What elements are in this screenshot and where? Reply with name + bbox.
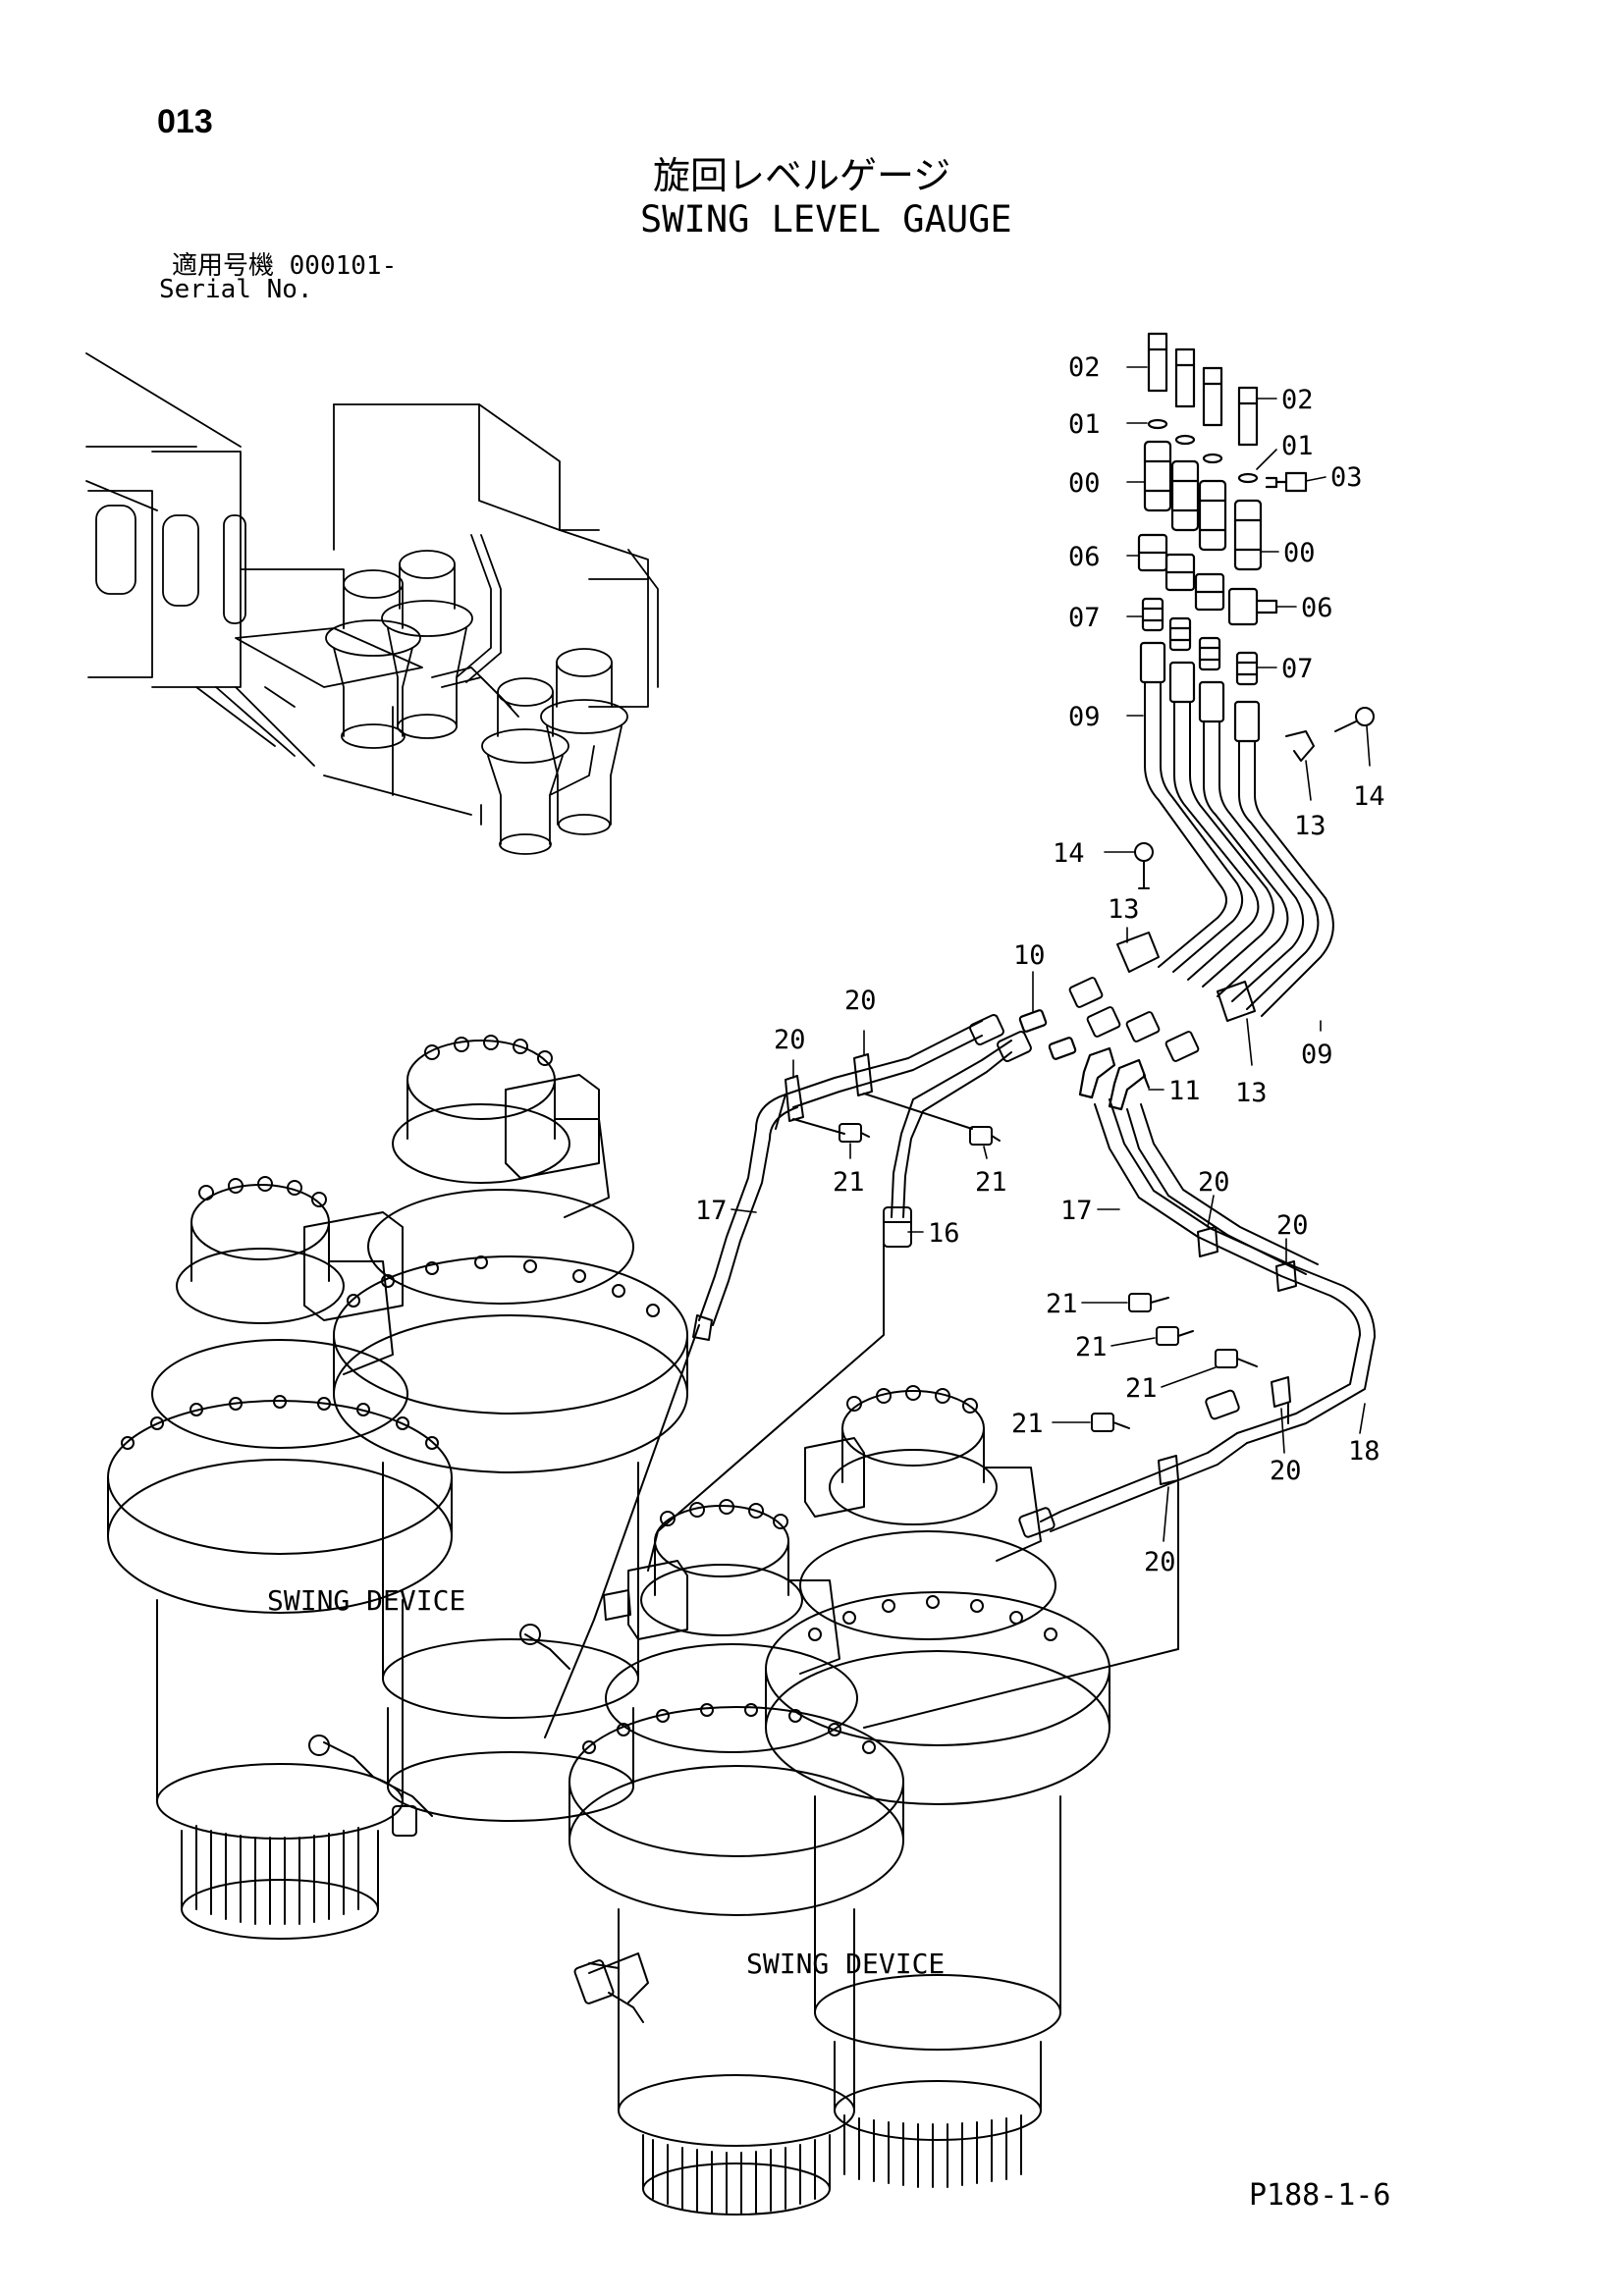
swing-device-left bbox=[107, 1035, 688, 1940]
page-number: 013 bbox=[157, 103, 213, 140]
callout-label: 01 bbox=[1068, 409, 1101, 440]
callout-label: 10 bbox=[1013, 940, 1046, 971]
callout-label: 00 bbox=[1068, 468, 1101, 499]
callout-label: 14 bbox=[1353, 781, 1385, 812]
callout-label: 07 bbox=[1281, 654, 1314, 684]
title-english: SWING LEVEL GAUGE bbox=[640, 198, 1012, 240]
title-japanese: 旋回レベルゲージ bbox=[653, 154, 951, 197]
callout-label: 09 bbox=[1301, 1040, 1333, 1070]
serial-label-english: Serial No. bbox=[159, 275, 313, 304]
callout-label: 01 bbox=[1281, 431, 1314, 461]
fittings-10-11 bbox=[1018, 1009, 1151, 1111]
callout-label: 09 bbox=[1068, 702, 1101, 732]
device-labels: SWING DEVICE SWING DEVICE bbox=[267, 1584, 945, 1980]
callout-label: 11 bbox=[1168, 1076, 1201, 1106]
callout-label: 17 bbox=[1060, 1196, 1093, 1226]
hoses-09 bbox=[1068, 681, 1375, 1062]
callout-label: 02 bbox=[1281, 385, 1314, 415]
callout-label: 18 bbox=[1348, 1436, 1380, 1467]
callout-label: 13 bbox=[1108, 894, 1140, 925]
leader-lines bbox=[731, 366, 1371, 1542]
inset-machine-view bbox=[85, 352, 659, 855]
callout-label: 20 bbox=[1198, 1167, 1230, 1198]
callout-labels: 02 01 00 06 07 09 02 01 03 00 06 07 14 1… bbox=[695, 352, 1385, 1577]
pipes-17-left bbox=[544, 1014, 1032, 1738]
swing-device-label: SWING DEVICE bbox=[746, 1948, 945, 1980]
callout-label: 16 bbox=[928, 1218, 960, 1249]
callout-label: 20 bbox=[1276, 1210, 1309, 1241]
swing-device-right bbox=[568, 1385, 1110, 2216]
callout-label: 17 bbox=[695, 1196, 728, 1226]
callout-label: 03 bbox=[1330, 462, 1363, 493]
callout-label: 21 bbox=[1011, 1409, 1044, 1439]
callout-label: 13 bbox=[1235, 1078, 1268, 1108]
reference-code: P188-1-6 bbox=[1249, 2178, 1391, 2213]
callout-label: 20 bbox=[1144, 1547, 1176, 1577]
callout-label: 02 bbox=[1068, 352, 1101, 383]
callout-label: 06 bbox=[1301, 593, 1333, 623]
callout-label: 07 bbox=[1068, 603, 1101, 633]
callout-label: 20 bbox=[774, 1025, 806, 1055]
callout-label: 06 bbox=[1068, 542, 1101, 572]
callout-label: 20 bbox=[1270, 1456, 1302, 1486]
callout-label: 21 bbox=[833, 1167, 865, 1198]
gauge-fittings-group bbox=[1137, 332, 1308, 743]
callout-label: 21 bbox=[1046, 1289, 1078, 1319]
callout-label: 21 bbox=[975, 1167, 1007, 1198]
callout-label: 20 bbox=[844, 986, 877, 1016]
callout-label: 21 bbox=[1075, 1332, 1108, 1362]
callout-label: 00 bbox=[1283, 538, 1316, 568]
pipes-17-18-right bbox=[863, 1098, 1376, 1729]
swing-device-label: SWING DEVICE bbox=[267, 1584, 465, 1617]
callout-label: 13 bbox=[1294, 811, 1326, 841]
serial-label-japanese: 適用号機 000101- bbox=[172, 251, 398, 281]
callout-label: 14 bbox=[1053, 838, 1085, 869]
callout-label: 21 bbox=[1125, 1373, 1158, 1404]
